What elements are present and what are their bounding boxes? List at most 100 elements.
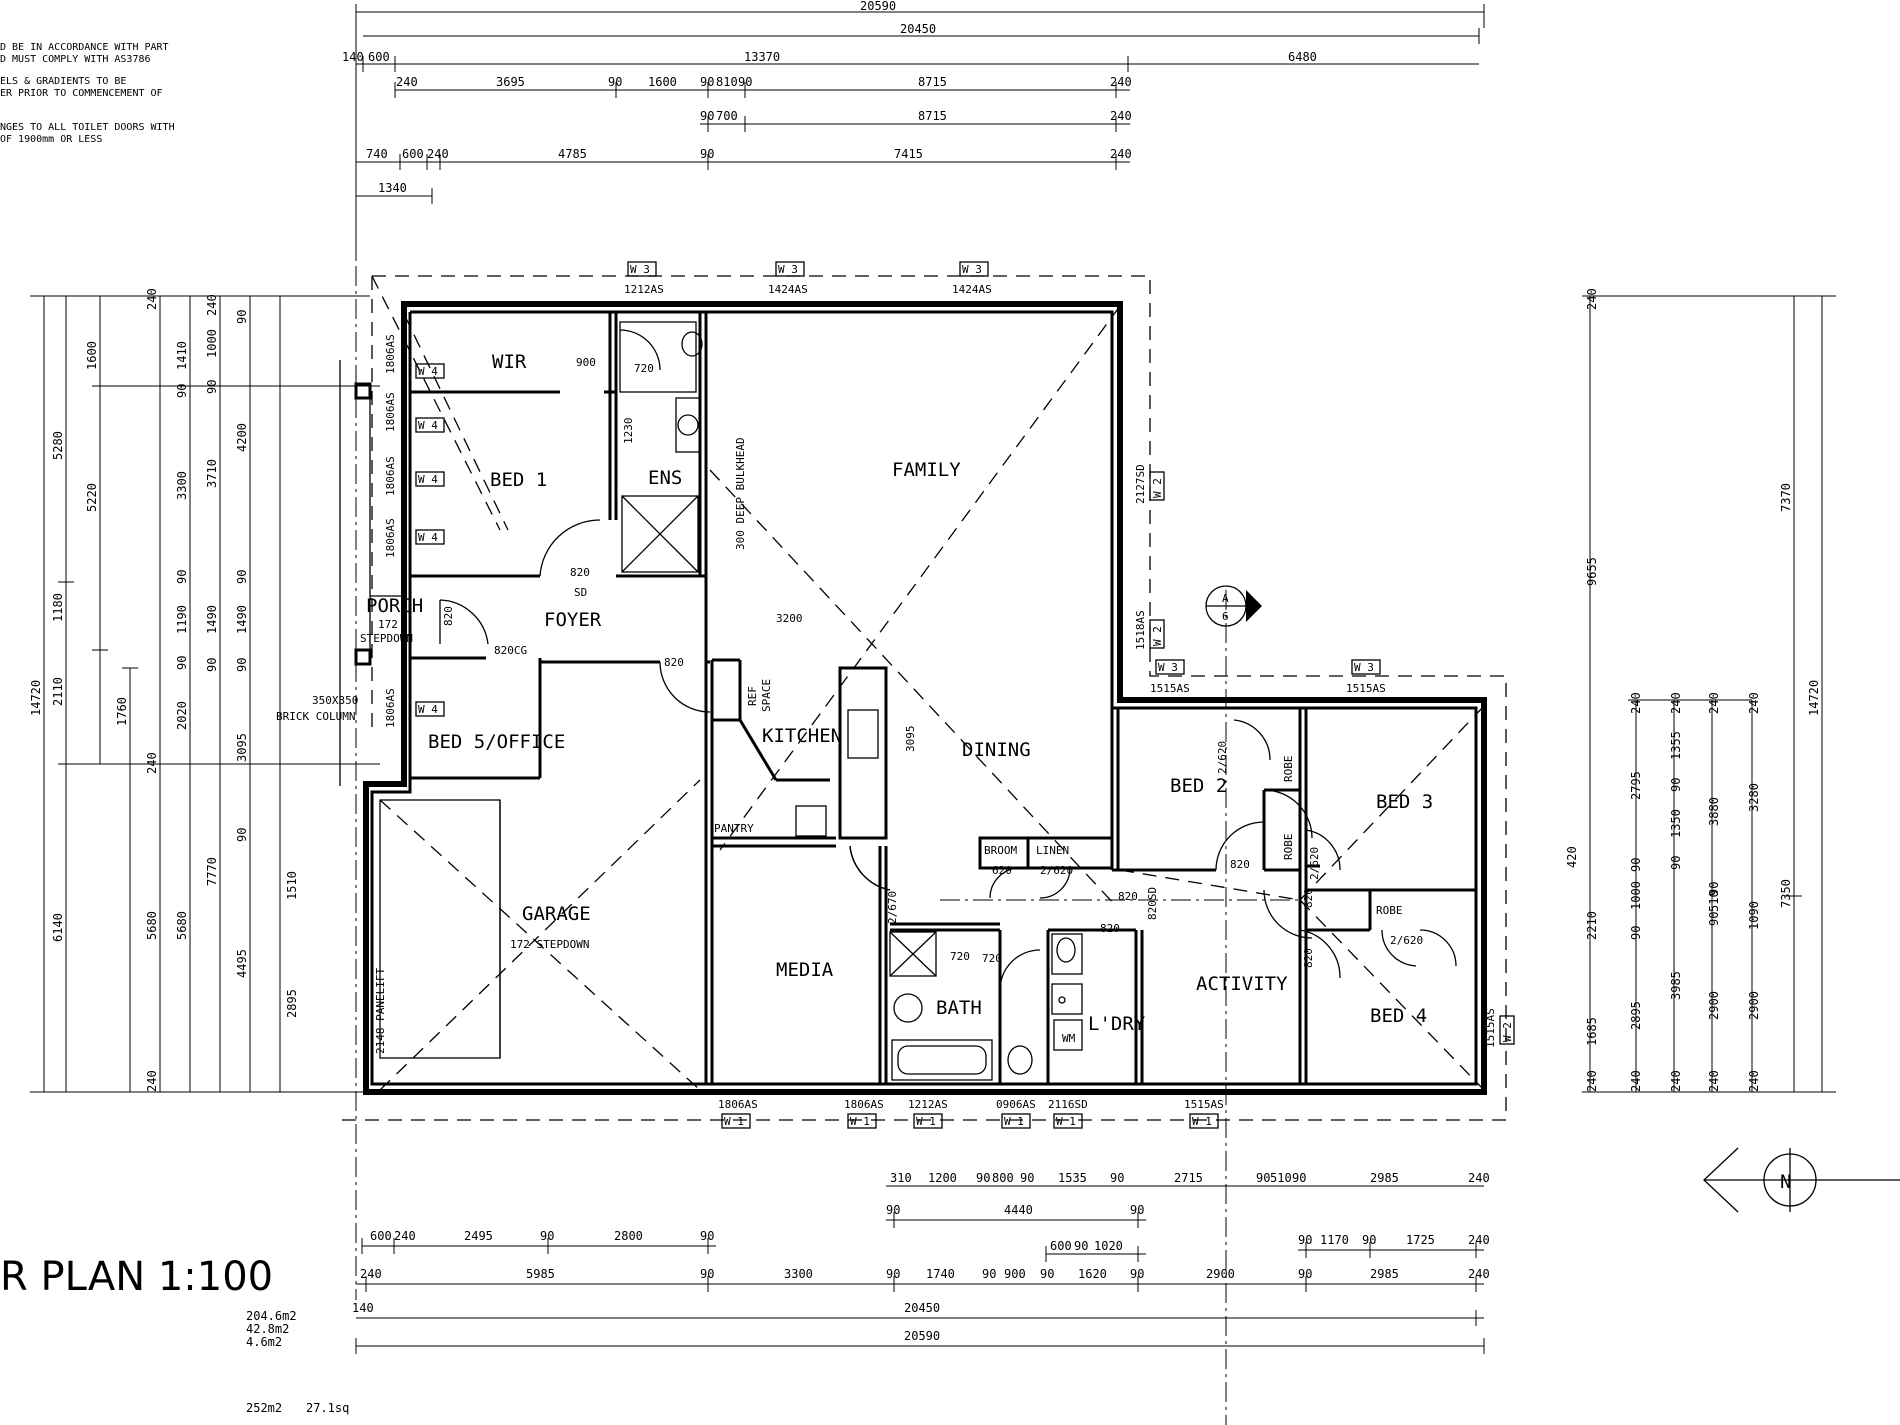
- room-label-activity: ACTIVITY: [1196, 973, 1288, 995]
- dim-top-7415: 7415: [894, 147, 923, 161]
- dim-top-overall: 20590: [860, 0, 896, 13]
- washing-machine-label: WM: [1062, 1032, 1076, 1045]
- dim-bot-1535: 1535: [1058, 1171, 1087, 1185]
- dim-left-1600: 1600: [85, 341, 99, 370]
- dim-bot-r1-90a: 90: [976, 1171, 990, 1185]
- dim-top-1340: 1340: [378, 181, 407, 195]
- note-line-4: ER PRIOR TO COMMENCEMENT OF: [0, 88, 163, 99]
- dim-left-c5-90a: 90: [175, 384, 189, 398]
- dim-right-14720: 14720: [1807, 680, 1821, 716]
- dim-left-c5-90b: 90: [175, 570, 189, 584]
- dim-bot-r1-90c: 90: [1110, 1171, 1124, 1185]
- window-size-bed1c: 1806AS: [384, 518, 397, 558]
- ref-space-line2: SPACE: [760, 679, 773, 712]
- dim-right-7370: 7370: [1779, 483, 1793, 512]
- dim-right-c3-240: 240: [1669, 692, 1683, 714]
- dim-bot-2800: 2800: [614, 1229, 643, 1243]
- window-size-bot-6: 1515AS: [1184, 1098, 1224, 1111]
- dim-top-1600: 1600: [648, 75, 677, 89]
- area-line-3: 4.6m2: [246, 1335, 282, 1349]
- room-label-pantry: PANTRY: [714, 822, 754, 835]
- room-label-linen: LINEN: [1036, 844, 1069, 857]
- dim-right-c2-90a: 90: [1629, 858, 1643, 872]
- window-size-bot-5: 2116SD: [1048, 1098, 1088, 1111]
- room-labels: WIR BED 1 ENS FAMILY PORCH 172 STEPDOWN …: [276, 351, 1433, 1054]
- dim-left-c7-90c: 90: [235, 658, 249, 672]
- dim-top-r6-240b: 240: [1110, 147, 1132, 161]
- dim-bot-20450: 20450: [904, 1301, 940, 1315]
- window-size-mid-a: 1515AS: [1150, 682, 1190, 695]
- dim-bot-900: 900: [1004, 1267, 1026, 1281]
- door-sd: SD: [574, 586, 587, 599]
- note-line-3: ELS & GRADIENTS TO BE: [0, 76, 126, 87]
- dim-left-2020: 2020: [175, 701, 189, 730]
- window-tag-bed1c: W 4: [418, 531, 438, 544]
- dim-top-r5-240: 240: [1110, 109, 1132, 123]
- dim-right-1000: 1000: [1629, 881, 1643, 910]
- dim-left-c5-90c: 90: [175, 656, 189, 670]
- window-tag-bed5: W 4: [418, 703, 438, 716]
- dim-bot-r6-90d: 90: [1040, 1267, 1054, 1281]
- dim-bot-r2-90a: 90: [886, 1203, 900, 1217]
- dim-left-3300: 3300: [175, 471, 189, 500]
- dim-right-420: 420: [1565, 846, 1579, 868]
- dim-bot-2985a: 2985: [1370, 1171, 1399, 1185]
- total-area: 252m2: [246, 1401, 282, 1415]
- dim-top-8715a: 8715: [918, 75, 947, 89]
- north-arrow-label: N: [1780, 1171, 1791, 1193]
- dim-right-c4-240b: 240: [1707, 1070, 1721, 1092]
- dim-left-2110: 2110: [51, 677, 65, 706]
- dim-top-6480: 6480: [1288, 50, 1317, 64]
- window-tag-bot-1: W 1: [724, 1115, 744, 1128]
- porch-stepdown: STEPDOWN: [360, 632, 413, 645]
- dim-right-c2-240b: 240: [1629, 1070, 1643, 1092]
- dim-right-c3-90b: 90: [1669, 856, 1683, 870]
- external-walls: [363, 301, 1487, 1095]
- door-dimensions: 900 720 1230 820 SD 820 820CG 820 3200 3…: [442, 356, 1423, 968]
- dim-left-c6-90b: 90: [205, 658, 219, 672]
- bulkhead-note: 300 DEEP BULKHEAD: [734, 437, 747, 550]
- right-dimensions: 240 9655 420 2210 1685 240 240 2795 90 1…: [1565, 288, 1836, 1093]
- dim-bot-r4-600: 600: [1050, 1239, 1072, 1253]
- window-tag-bed1a: W 4: [418, 419, 438, 432]
- dim-right-2895: 2895: [1629, 1001, 1643, 1030]
- dim-top-r4-240: 240: [396, 75, 418, 89]
- section-marker-number: 6: [1222, 610, 1229, 623]
- window-size-right-1: 2127SD: [1134, 464, 1147, 504]
- note-line-1: D BE IN ACCORDANCE WITH PART: [0, 42, 169, 53]
- brick-column-label: BRICK COLUMN: [276, 710, 355, 723]
- door-620-broom: 620: [992, 864, 1012, 877]
- window-size-bot-3: 1212AS: [908, 1098, 948, 1111]
- window-tag-bot-6: W 1: [1192, 1115, 1212, 1128]
- dim-left-1000: 1000: [205, 329, 219, 358]
- dim-right-c2-240: 240: [1629, 692, 1643, 714]
- door-900: 900: [576, 356, 596, 369]
- dim-top-r6-600: 600: [402, 147, 424, 161]
- dim-right-1355: 1355: [1669, 731, 1683, 760]
- dim-right-c1-240: 240: [1585, 288, 1599, 310]
- dim-right-c5-2900: 2900: [1747, 991, 1761, 1020]
- dim-left-5680a: 5680: [145, 911, 159, 940]
- ensuite-fixtures: [619, 321, 703, 573]
- window-tag-right-1: W 2: [1151, 478, 1164, 498]
- dim-right-7350: 7350: [1779, 879, 1793, 908]
- door-820-bed2: 820: [1230, 858, 1250, 871]
- dim-right-1685: 1685: [1585, 1017, 1599, 1046]
- dim-right-c3-240b: 240: [1669, 1070, 1683, 1092]
- window-tag-top-b: W 3: [778, 263, 798, 276]
- dim-bot-r6-90a: 90: [700, 1267, 714, 1281]
- dim-left-3095: 3095: [235, 733, 249, 762]
- dim-left-4200: 4200: [235, 423, 249, 452]
- room-label-bed5: BED 5/OFFICE: [428, 731, 565, 753]
- dim-right-c4-510: 510: [1707, 890, 1721, 912]
- door-2670: 2/670: [886, 891, 899, 924]
- dim-top-4785: 4785: [558, 147, 587, 161]
- dim-right-c2-90b: 90: [1629, 926, 1643, 940]
- dim-bot-r6-240: 240: [360, 1267, 382, 1281]
- dim-3200: 3200: [776, 612, 803, 625]
- dim-left-5680b: 5680: [175, 911, 189, 940]
- dim-bot-r6-90f: 90: [1298, 1267, 1312, 1281]
- general-notes: D BE IN ACCORDANCE WITH PART D MUST COMP…: [0, 42, 175, 145]
- dim-left-5280: 5280: [51, 431, 65, 460]
- dim-3095-dining: 3095: [904, 726, 917, 753]
